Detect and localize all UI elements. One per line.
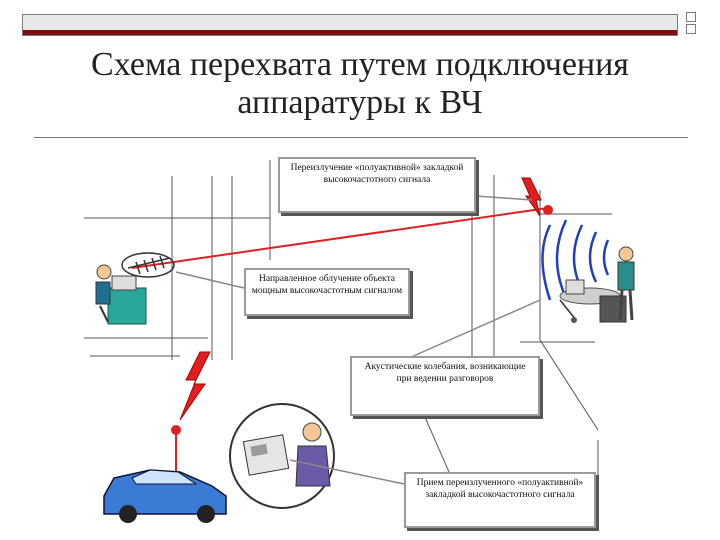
- title-bar-decoration: [22, 14, 678, 36]
- callout-pointers: [175, 195, 541, 485]
- directional-antenna-icon: [127, 255, 171, 275]
- right-office-worker: [559, 246, 635, 323]
- corner-square: [686, 12, 696, 22]
- slide-title: Схема перехвата путем подключения аппара…: [30, 46, 690, 122]
- callout-directed-irradiation: Направленное облучение объекта мощным вы…: [244, 268, 410, 316]
- callout-acoustic-vibrations: Акустические колебания, возникающие при …: [350, 356, 540, 416]
- bug-antenna-tip: [543, 205, 553, 215]
- slide-title-line2: аппаратуры к ВЧ: [237, 84, 483, 121]
- title-bar-stripe: [23, 30, 677, 35]
- callout-reradiation: Переизлучение «полуактивной» закладкой в…: [278, 157, 476, 213]
- receiver-operator-inset: [229, 403, 335, 509]
- slide-title-line1: Схема перехвата путем подключения: [91, 46, 629, 83]
- corner-square: [686, 24, 696, 34]
- left-operator-station: [95, 252, 175, 325]
- lightning-bolt-icon: [179, 351, 211, 421]
- building-lines: [84, 160, 612, 521]
- title-rule: [34, 137, 688, 138]
- reradiation-bolt-icon: [521, 177, 542, 217]
- surveillance-car: [103, 469, 227, 523]
- car-antenna-tip: [171, 425, 181, 435]
- callout-reception: Прием переизлученного «полуактивной» зак…: [404, 472, 596, 528]
